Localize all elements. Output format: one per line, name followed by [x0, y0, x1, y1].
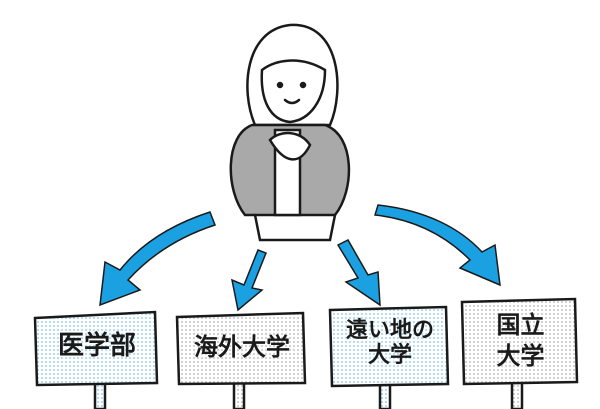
- sign-board-medical: [33, 310, 159, 387]
- sign-label-overseas: 海外大学: [194, 333, 290, 361]
- arrow-icon: [99, 211, 216, 307]
- sign-label-national-wrap: 国立大学: [464, 310, 577, 372]
- sign-label-medical: 医学部: [57, 331, 136, 361]
- sign-label-distant-line2: 大学: [367, 343, 412, 369]
- arrow-icon: [230, 249, 267, 312]
- sign-label-distant: 遠い地の 大学: [332, 318, 448, 369]
- sign-board-national: [460, 297, 579, 386]
- arrows: [99, 204, 501, 312]
- arrow-icon: [336, 239, 381, 307]
- sign-label-distant-line1: 遠い地の: [345, 318, 434, 343]
- sign-board-distant: [328, 305, 450, 388]
- arrow-icon: [374, 204, 501, 287]
- sign-label-national: 国立大学: [496, 311, 545, 371]
- girl-figure: [229, 23, 351, 242]
- sign-board-overseas: [175, 311, 307, 386]
